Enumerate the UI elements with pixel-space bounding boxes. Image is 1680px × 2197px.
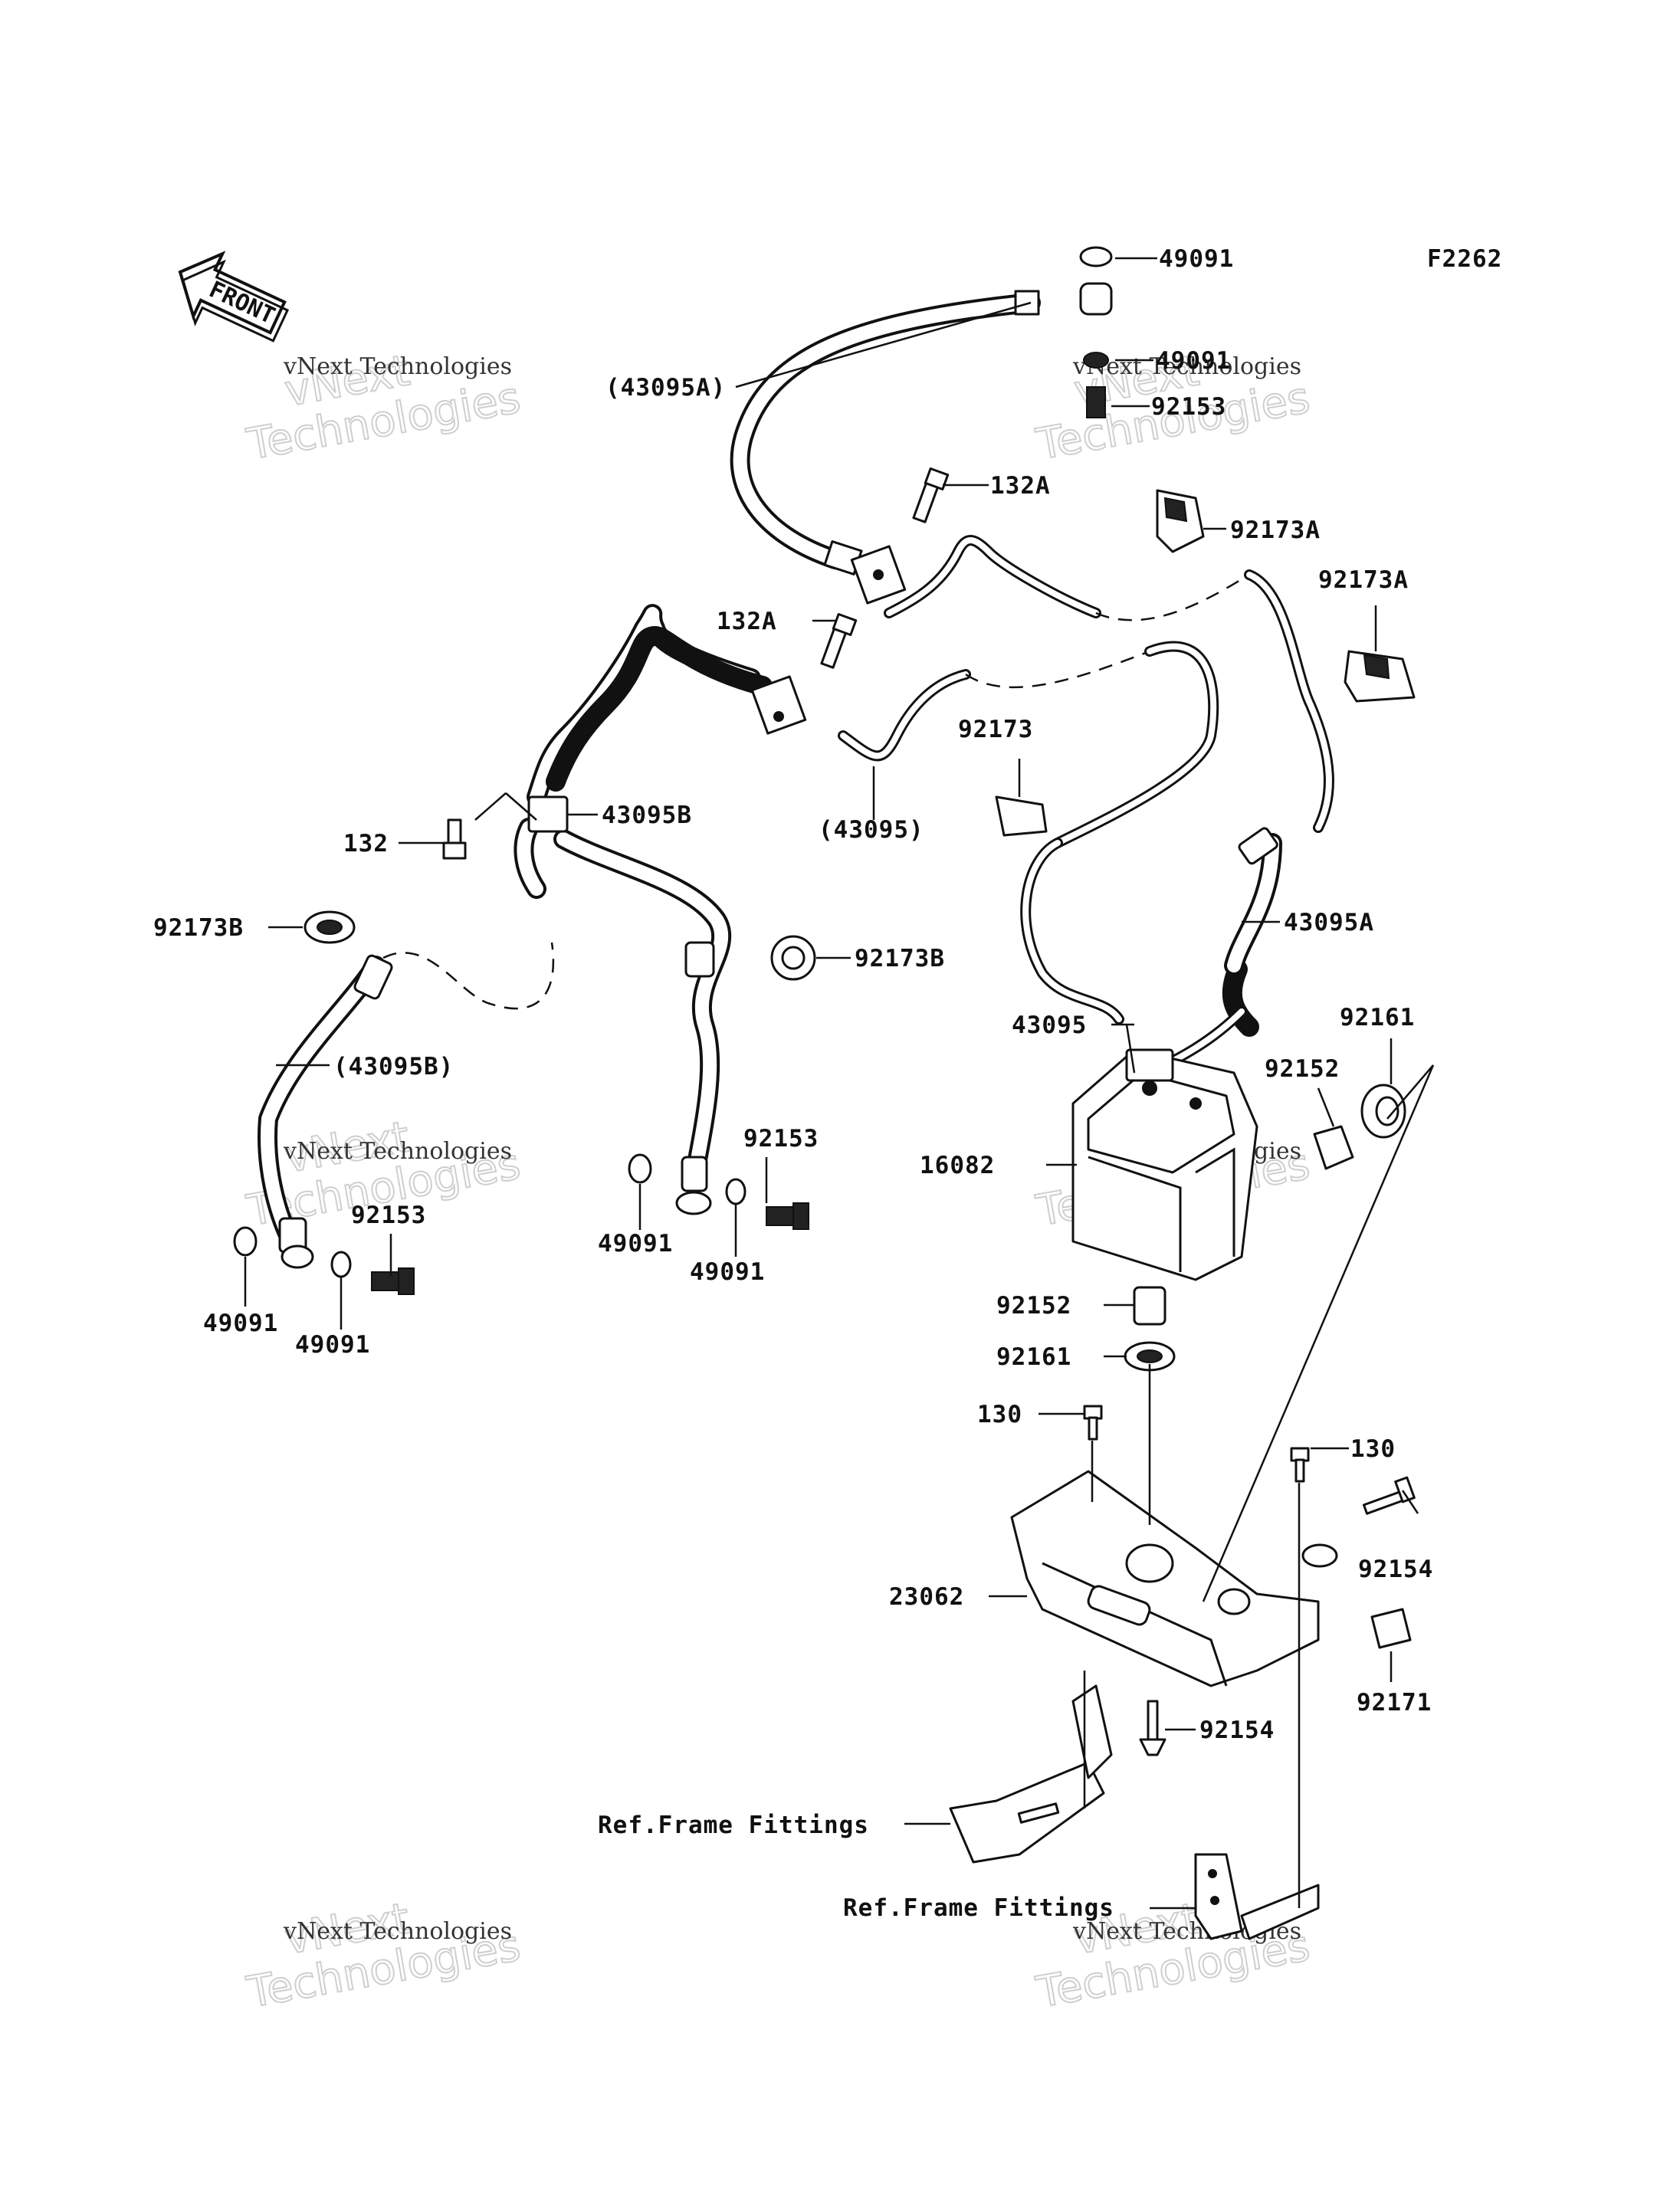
bolt-132A-upper-icon xyxy=(912,467,950,523)
callout-23062: 23062 xyxy=(889,1583,964,1611)
hose-43095A-upper xyxy=(730,290,1041,575)
frame-fitting-upper xyxy=(949,1684,1113,1864)
hose-43095B-lower-left xyxy=(258,954,393,1269)
callout-92153: 92153 xyxy=(743,1125,819,1153)
hose-43095A-lower-right xyxy=(1222,827,1282,1037)
joint-block-mid xyxy=(750,675,807,735)
ring-hook-icon xyxy=(1301,1543,1338,1568)
callout-92152: 92152 xyxy=(996,1292,1071,1320)
callout-130: 130 xyxy=(977,1401,1022,1428)
callout-ref-frame-fittings: Ref.Frame Fittings xyxy=(598,1812,869,1839)
callout-43095: 43095 xyxy=(1012,1012,1087,1039)
callout-92171: 92171 xyxy=(1357,1689,1432,1717)
callout-16082: 16082 xyxy=(920,1152,995,1179)
watermark-caption: vNext Technologies xyxy=(283,1918,512,1945)
callout-ref-frame-fittings: Ref.Frame Fittings xyxy=(843,1894,1114,1922)
banjo-fitting-top xyxy=(1079,246,1113,418)
clip-92171-icon xyxy=(1370,1608,1412,1649)
clamp-92173-icon xyxy=(995,795,1048,837)
callout-49091: 49091 xyxy=(690,1258,765,1286)
clamp-92173B-mid-icon xyxy=(770,935,816,981)
callout-92173A: 92173A xyxy=(1230,516,1321,544)
callout-92161: 92161 xyxy=(1340,1004,1415,1031)
hose-43095B-lower-mid xyxy=(553,829,731,1215)
callout-43095A-parenthesized: (43095A) xyxy=(605,374,726,402)
bolt-130-left-icon xyxy=(1083,1405,1103,1441)
clamp-92173B-left-icon xyxy=(304,910,356,944)
leader-lines xyxy=(244,257,1435,1910)
clamp-92173A-right-icon xyxy=(1344,650,1416,703)
callout-49091: 49091 xyxy=(1156,347,1231,375)
callout-92153: 92153 xyxy=(1151,393,1226,421)
bolt-92154-low-icon xyxy=(1139,1700,1166,1756)
grommet-92161-top-icon xyxy=(1360,1084,1406,1139)
bolt-132-icon xyxy=(442,818,467,860)
joint-block-upper xyxy=(850,545,907,605)
callout-49091: 49091 xyxy=(295,1331,370,1359)
joint-block-43095B xyxy=(527,795,569,833)
callout-43095B: 43095B xyxy=(602,802,692,829)
callout-132A: 132A xyxy=(717,608,777,635)
damper-92152-low-icon xyxy=(1133,1286,1166,1326)
callout-43095-parenthesized: (43095) xyxy=(819,816,924,844)
callout-92152: 92152 xyxy=(1265,1055,1340,1083)
callout-92161: 92161 xyxy=(996,1343,1071,1371)
callout-43095B-parenthesized: (43095B) xyxy=(333,1053,454,1080)
callout-49091: 49091 xyxy=(203,1310,278,1337)
callout-130: 130 xyxy=(1350,1435,1396,1463)
washers-lower xyxy=(233,1153,746,1278)
callout-132A: 132A xyxy=(990,472,1051,500)
figure-code: F2262 xyxy=(1427,245,1502,273)
callout-labels: 49091 49091 92153 (43095A) 132A 92173A 9… xyxy=(153,245,1433,1922)
hose-upper-left-loop xyxy=(514,626,773,899)
clamp-92173A-upper-icon xyxy=(1156,489,1205,553)
callout-92173B: 92173B xyxy=(153,914,244,942)
abs-unit-16082 xyxy=(1071,1048,1258,1281)
callout-92154: 92154 xyxy=(1358,1556,1433,1583)
bolt-92153-left-icon xyxy=(371,1267,415,1295)
callout-132: 132 xyxy=(343,830,389,857)
callout-92173: 92173 xyxy=(958,716,1033,743)
damper-92152-top-icon xyxy=(1313,1125,1354,1170)
front-arrow-icon: FRONT xyxy=(178,251,290,343)
callout-92173B: 92173B xyxy=(855,945,945,972)
callout-92154: 92154 xyxy=(1199,1717,1275,1744)
bracket-23062 xyxy=(1010,1470,1320,1687)
callout-92153: 92153 xyxy=(351,1202,426,1229)
callout-49091: 49091 xyxy=(598,1230,673,1258)
callout-92173A: 92173A xyxy=(1318,566,1409,594)
callout-43095A: 43095A xyxy=(1284,909,1374,936)
watermark-caption: vNext Technologies xyxy=(1072,353,1301,380)
watermark-caption: vNext Technologies xyxy=(283,1138,512,1165)
bolt-130-right-icon xyxy=(1290,1447,1310,1483)
callout-49091: 49091 xyxy=(1159,245,1234,273)
bolt-132A-mid-icon xyxy=(820,612,858,669)
watermark-caption: vNext Technologies xyxy=(283,353,512,380)
bolt-92153-mid-icon xyxy=(766,1202,809,1230)
